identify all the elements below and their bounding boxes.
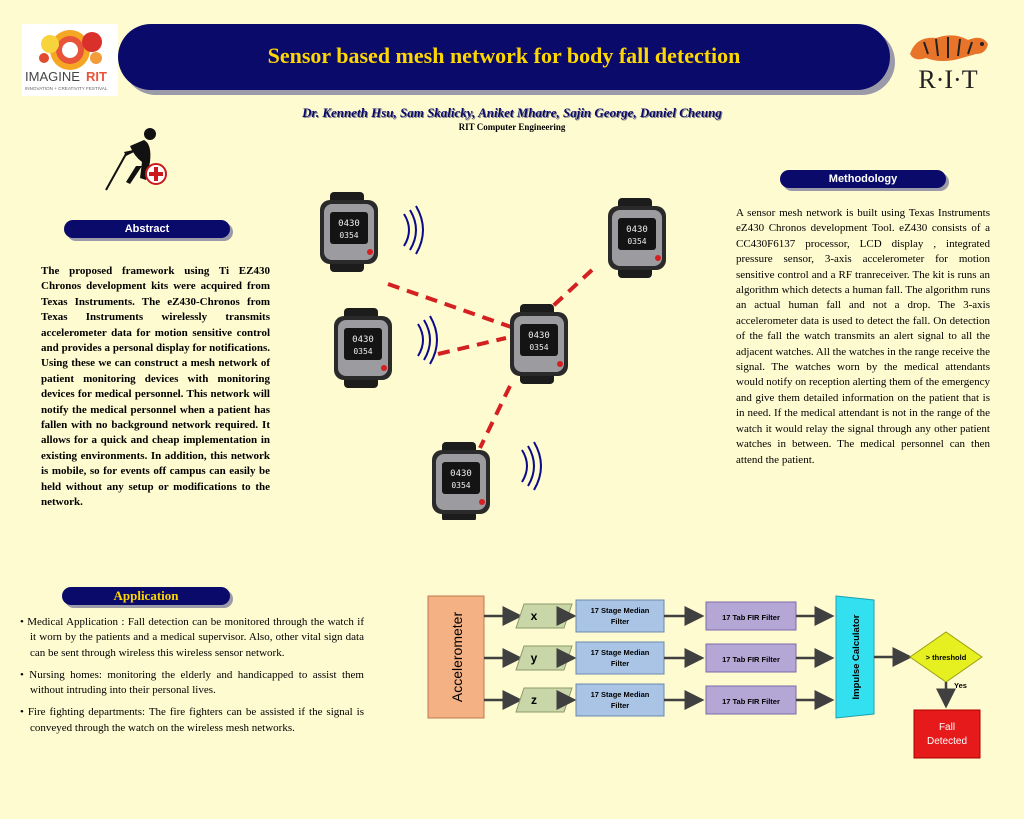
list-item: • Nursing homes: monitoring the elderly … — [20, 668, 364, 697]
watch-readout: 0430 — [528, 331, 550, 341]
fall-detection-diagram: Accelerometer x y z 17 Stage Median Filt… — [427, 595, 983, 759]
watch-device: 0430 0354 — [432, 442, 490, 520]
application-item-medical: Medical Application : Fall detection can… — [27, 616, 364, 659]
axis-z-block — [515, 687, 573, 713]
methodology-text: A sensor mesh network is built using Tex… — [736, 207, 990, 466]
application-item-nursing: Nursing homes: monitoring the elderly an… — [29, 668, 364, 697]
logo-left-tagline: INNOVATION + CREATIVITY FESTIVAL — [25, 86, 108, 91]
watch-device: 0430 0354 — [608, 198, 666, 278]
link-line — [387, 282, 515, 330]
fir-filter-label: 17 Tab FIR Filter — [722, 613, 780, 622]
link-line — [538, 268, 594, 320]
fir-filter-block: 17 Tab FIR Filter — [705, 685, 797, 715]
axis-z-label: z — [531, 693, 537, 707]
fall-detected-block — [913, 709, 981, 759]
logo-right-text: R·I·T — [918, 65, 977, 94]
signal-waves-icon — [521, 441, 542, 491]
fallen-person-icon — [105, 128, 167, 191]
watch-readout: 0430 — [626, 225, 648, 235]
logo-left-text: IMAGINE — [25, 69, 80, 84]
watch-device: 0430 0354 — [320, 192, 378, 272]
watch-readout: 0430 — [352, 335, 374, 345]
imagine-rit-logo: IMAGINE RIT INNOVATION + CREATIVITY FEST… — [22, 24, 118, 96]
application-list: • Medical Application : Fall detection c… — [20, 615, 364, 743]
median-filter-block: 17 Stage Median Filter — [575, 599, 665, 633]
title-banner: Sensor based mesh network for body fall … — [118, 24, 890, 90]
median-filter-block: 17 Stage Median Filter — [575, 683, 665, 717]
axis-x-block — [515, 603, 573, 629]
application-item-fire: Fire fighting departments: The fire figh… — [27, 706, 364, 734]
median-filter-label: 17 Stage Median — [591, 606, 650, 615]
fir-filter-label: 17 Tab FIR Filter — [722, 697, 780, 706]
list-item: • Fire fighting departments: The fire fi… — [20, 706, 364, 734]
signal-waves-icon — [403, 205, 424, 255]
poster-title: Sensor based mesh network for body fall … — [267, 43, 741, 68]
authors: Dr. Kenneth Hsu, Sam Skalicky, Aniket Mh… — [302, 105, 722, 120]
watch-readout: 0354 — [451, 481, 470, 490]
median-filter-label: Filter — [611, 659, 629, 668]
affiliation: RIT Computer Engineering — [458, 122, 566, 132]
fall-detected-label: Fall — [939, 722, 955, 733]
fir-filter-label: 17 Tab FIR Filter — [722, 655, 780, 664]
abstract-text: The proposed framework using Ti EZ430 Ch… — [41, 265, 270, 509]
impulse-calculator-label: Impulse Calculator — [851, 614, 862, 699]
link-line — [478, 385, 512, 449]
abstract-heading: Abstract — [64, 220, 230, 238]
median-filter-label: Filter — [611, 701, 629, 710]
fall-detected-label: Detected — [927, 736, 967, 747]
watch-device: 0430 0354 — [334, 308, 392, 388]
axis-y-label: y — [531, 651, 538, 665]
threshold-label: > threshold — [926, 653, 967, 662]
watch-readout: 0354 — [627, 237, 646, 246]
logo-left-text2: RIT — [86, 69, 107, 84]
impulse-calculator-block — [835, 595, 875, 719]
median-filter-label: 17 Stage Median — [591, 690, 650, 699]
rit-tiger-logo: R·I·T — [910, 35, 988, 94]
median-filter-block: 17 Stage Median Filter — [575, 641, 665, 675]
link-line — [437, 336, 507, 356]
fir-filter-block: 17 Tab FIR Filter — [705, 601, 797, 631]
watch-readout: 0354 — [339, 231, 358, 240]
axis-x-label: x — [531, 609, 538, 623]
watch-readout: 0354 — [353, 347, 372, 356]
watch-readout: 0430 — [450, 469, 472, 479]
watch-readout: 0354 — [529, 343, 548, 352]
mesh-network-illustration: 0430 0354 0430 0354 0430 0354 0430 0354 … — [320, 192, 666, 520]
median-filter-label: 17 Stage Median — [591, 648, 650, 657]
fir-filter-block: 17 Tab FIR Filter — [705, 643, 797, 673]
median-filter-label: Filter — [611, 617, 629, 626]
application-heading: Application — [62, 587, 230, 605]
methodology-heading: Methodology — [780, 170, 946, 188]
list-item: • Medical Application : Fall detection c… — [20, 616, 364, 659]
signal-waves-icon — [417, 315, 438, 365]
yes-label: Yes — [954, 681, 967, 690]
accelerometer-label: Accelerometer — [449, 612, 465, 703]
watch-readout: 0430 — [338, 219, 360, 229]
watch-device: 0430 0354 — [510, 304, 568, 384]
axis-y-block — [515, 645, 573, 671]
